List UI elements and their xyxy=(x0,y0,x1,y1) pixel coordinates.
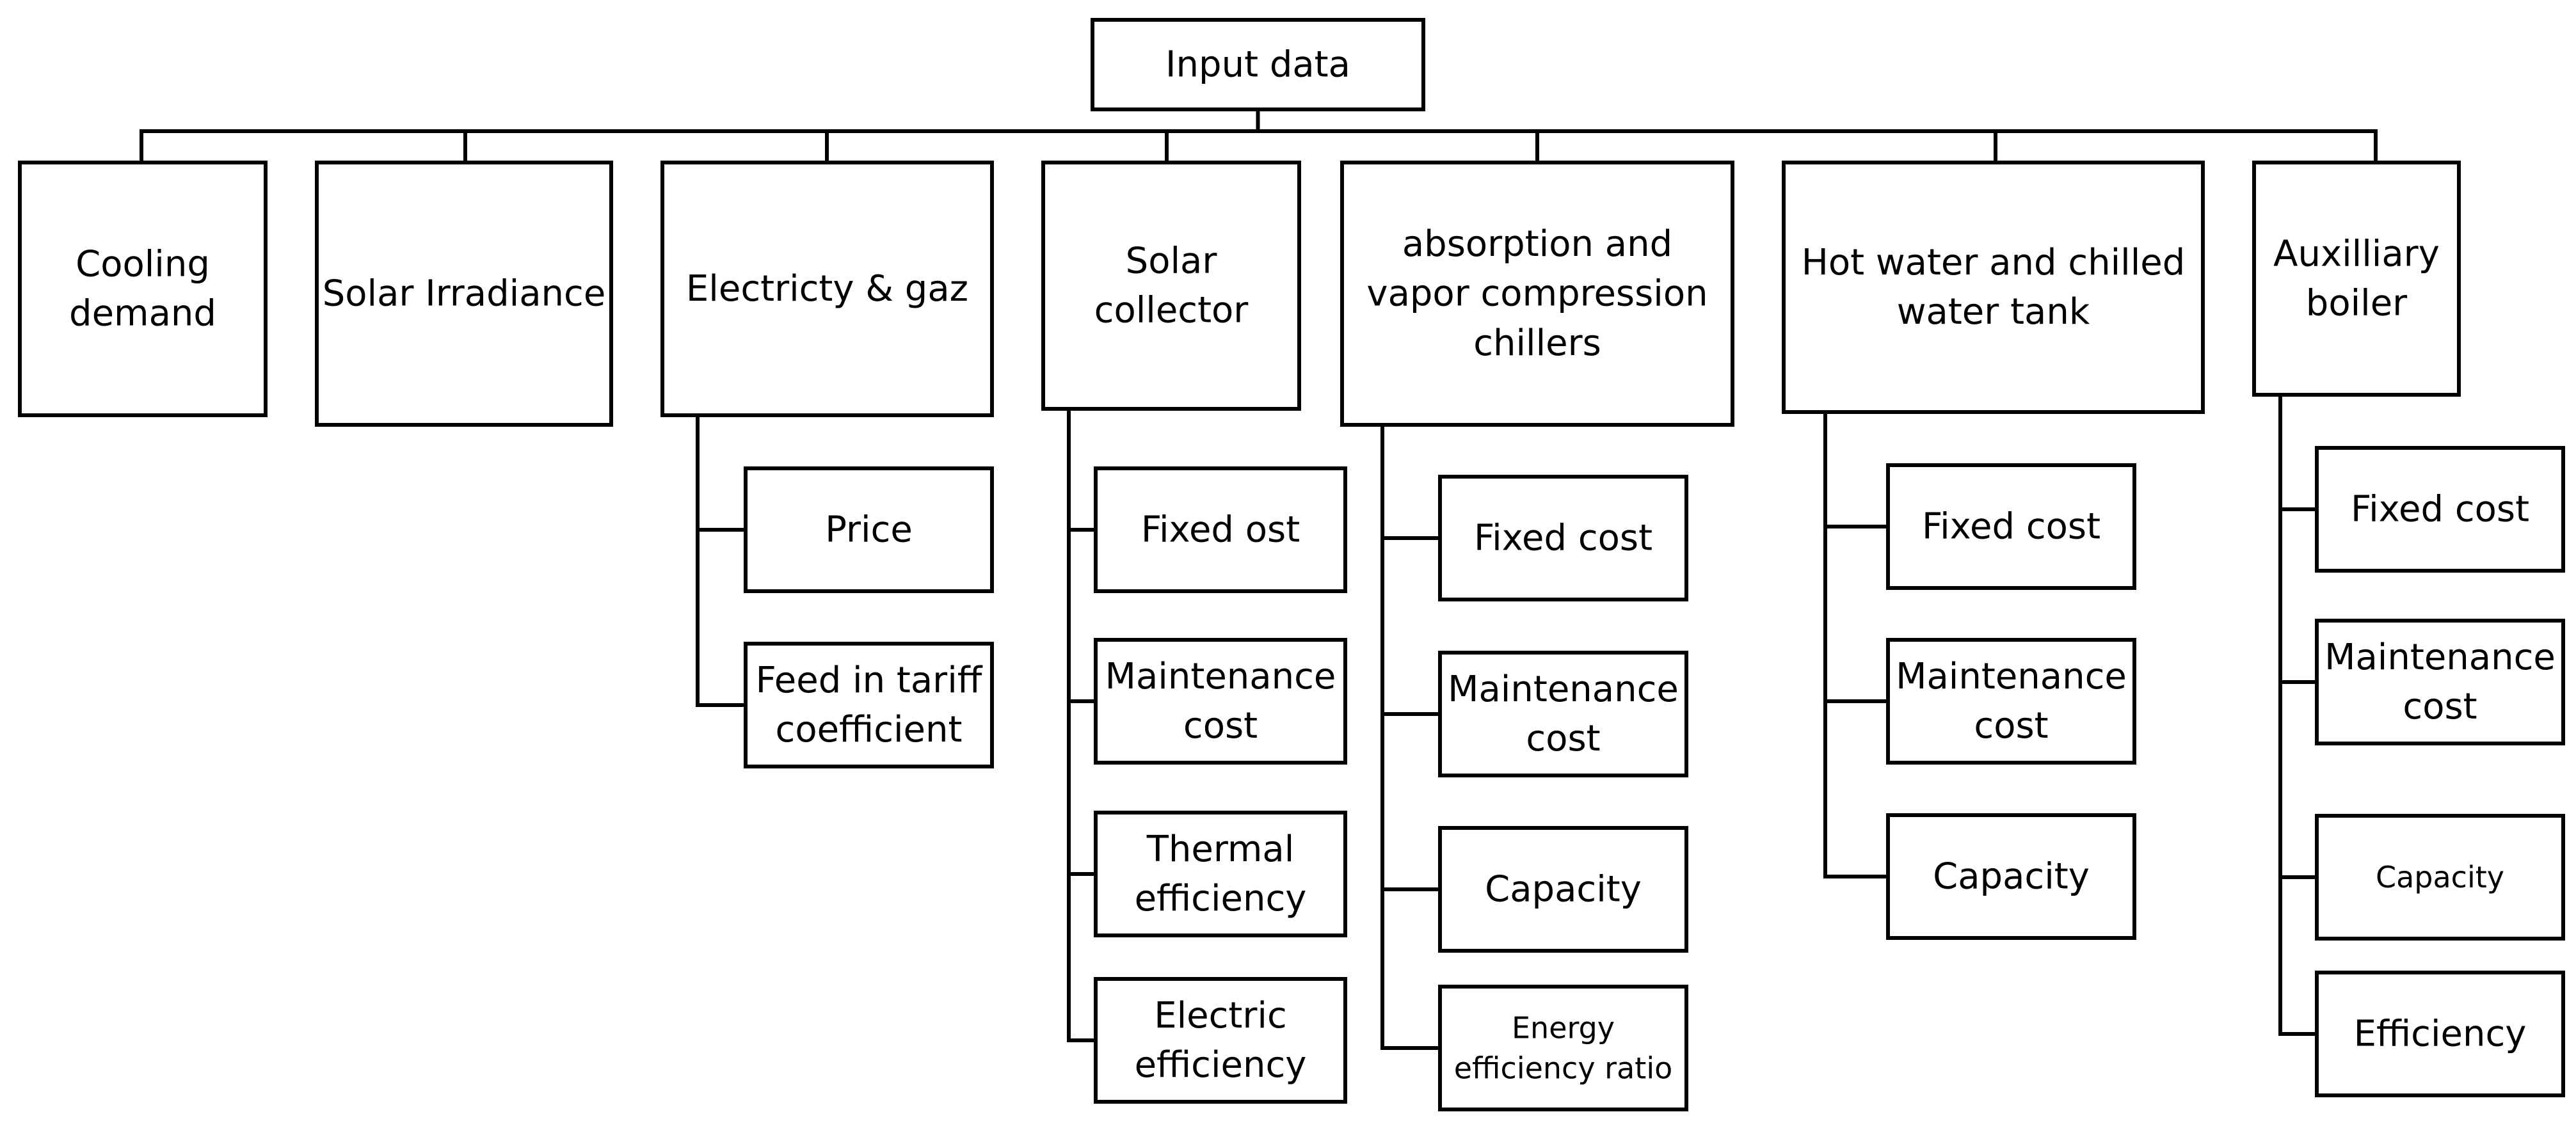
leaf-node-chillers: Maintenance cost xyxy=(1438,651,1688,777)
leaf-node-boiler-label-line: cost xyxy=(2403,686,2477,727)
category-node-cooling-label-line: Cooling xyxy=(76,243,210,285)
leaf-node-tanks-label-line: cost xyxy=(1974,705,2048,747)
leaf-node-chillers-box xyxy=(1438,651,1688,777)
category-node-boiler-label-line: Auxilliary xyxy=(2273,233,2440,274)
category-node-chillers-label-line: absorption and xyxy=(1402,223,1672,265)
category-node-boiler-box xyxy=(2252,161,2461,397)
leaf-node-tanks-box xyxy=(1886,463,2136,590)
category-node-tanks-box xyxy=(1782,161,2205,414)
connector-lines xyxy=(140,107,2378,1050)
root-node-input-data-box xyxy=(1091,18,1425,111)
leaf-node-boiler: Maintenance cost xyxy=(2315,619,2565,745)
category-node-solar-collector-label-line: Solar xyxy=(1126,240,1218,282)
leaf-node-boiler: Efficiency xyxy=(2315,971,2565,1097)
leaf-node-tanks-label-line: Fixed cost xyxy=(1922,506,2100,548)
category-node-chillers-box xyxy=(1340,161,1734,427)
leaf-node-boiler-label-line: Efficiency xyxy=(2354,1013,2527,1055)
leaf-node-chillers-label-line: Energy xyxy=(1512,1010,1615,1045)
category-node-tanks-label-line: water tank xyxy=(1897,291,2090,333)
category-node-cooling-label-line: demand xyxy=(69,293,216,335)
leaf-node-boiler-box xyxy=(2315,971,2565,1097)
category-node-solar-collector-label-line: collector xyxy=(1094,290,1249,331)
leaf-node-chillers-box xyxy=(1438,826,1688,953)
leaf-node-boiler: Fixed cost xyxy=(2315,446,2565,573)
category-node-boiler-label-line: boiler xyxy=(2306,283,2408,324)
leaf-node-electricity-box xyxy=(744,466,994,593)
leaf-node-chillers-box xyxy=(1438,475,1688,601)
leaf-node-solar-collector-label-line: Thermal xyxy=(1146,829,1295,870)
leaf-node-solar-collector-box xyxy=(1094,466,1347,593)
leaf-node-solar-collector-box xyxy=(1094,977,1347,1104)
category-node-boiler: Auxilliary boiler xyxy=(2252,161,2461,397)
leaf-node-solar-collector-label-line: Maintenance xyxy=(1105,656,1336,697)
category-node-solar-irradiance: Solar Irradiance xyxy=(315,161,613,427)
leaf-node-solar-collector-label-line: cost xyxy=(1183,705,1258,747)
leaf-node-electricity: Price xyxy=(744,466,994,593)
leaf-node-solar-collector-label-line: efficiency xyxy=(1135,1044,1307,1086)
leaf-node-chillers-label-line: Fixed cost xyxy=(1474,518,1652,559)
leaf-node-boiler-label-line: Capacity xyxy=(2376,860,2504,894)
leaf-node-chillers-label-line: Capacity xyxy=(1485,869,1642,910)
category-node-chillers-label-line: chillers xyxy=(1473,322,1601,364)
leaf-node-tanks: Capacity xyxy=(1886,813,2136,940)
root-node-input-data: Input data xyxy=(1091,18,1425,111)
leaf-node-solar-collector: Fixed ost xyxy=(1094,466,1347,593)
category-node-tanks: Hot water and chilled water tank xyxy=(1782,161,2205,414)
leaf-node-electricity-label-line: Feed in tariff xyxy=(756,660,983,701)
leaf-node-chillers-label-line: cost xyxy=(1526,718,1600,759)
leaf-node-electricity-label-line: coefficient xyxy=(776,709,963,751)
category-node-cooling: Cooling demand xyxy=(18,161,268,417)
leaf-node-tanks-box xyxy=(1886,813,2136,940)
leaf-node-boiler-box xyxy=(2315,814,2565,941)
category-node-tanks-label-line: Hot water and chilled xyxy=(1802,242,2186,283)
leaf-node-solar-collector-label-line: efficiency xyxy=(1135,878,1307,919)
leaf-node-chillers-label-line: efficiency ratio xyxy=(1454,1051,1673,1086)
category-node-solar-collector-box xyxy=(1041,161,1301,411)
category-node-electricity: Electricty & gaz xyxy=(660,161,994,417)
category-node-solar-irradiance-box xyxy=(315,161,613,427)
leaf-node-solar-collector: Thermal efficiency xyxy=(1094,811,1347,937)
category-node-chillers-label-line: vapor compression xyxy=(1366,273,1708,315)
leaf-node-tanks-box xyxy=(1886,638,2136,765)
leaf-node-chillers: Capacity xyxy=(1438,826,1688,953)
leaf-node-boiler-box xyxy=(2315,446,2565,573)
category-node-chillers: absorption and vapor compression chillers xyxy=(1340,161,1734,427)
leaf-node-solar-collector-label-line: Fixed ost xyxy=(1141,509,1300,551)
leaf-node-solar-collector-box xyxy=(1094,638,1347,765)
leaf-node-tanks: Fixed cost xyxy=(1886,463,2136,590)
leaf-node-boiler-label-line: Maintenance xyxy=(2324,637,2556,678)
leaf-node-chillers-box xyxy=(1438,985,1688,1111)
leaf-node-electricity: Feed in tariff coefficient xyxy=(744,642,994,768)
leaf-node-solar-collector-box xyxy=(1094,811,1347,937)
leaf-node-solar-collector: Electric efficiency xyxy=(1094,977,1347,1104)
leaf-node-tanks: Maintenance cost xyxy=(1886,638,2136,765)
leaf-node-chillers: Fixed cost xyxy=(1438,475,1688,601)
leaf-node-boiler-label-line: Fixed cost xyxy=(2351,489,2529,530)
leaf-node-solar-collector-label-line: Electric xyxy=(1154,995,1287,1037)
leaf-node-electricity-box xyxy=(744,642,994,768)
leaf-node-tanks-label-line: Capacity xyxy=(1933,856,2090,898)
leaf-node-boiler: Capacity xyxy=(2315,814,2565,941)
leaf-node-boiler-box xyxy=(2315,619,2565,745)
category-node-cooling-box xyxy=(18,161,268,417)
leaf-node-chillers: Energy efficiency ratio xyxy=(1438,985,1688,1111)
category-node-electricity-label-line: Electricty & gaz xyxy=(686,268,968,310)
root-node-input-data-label-line: Input data xyxy=(1165,44,1350,86)
category-node-solar-collector: Solar collector xyxy=(1041,161,1301,411)
leaf-node-electricity-label-line: Price xyxy=(825,509,913,551)
leaf-node-chillers-label-line: Maintenance xyxy=(1448,669,1679,710)
category-node-solar-irradiance-label-line: Solar Irradiance xyxy=(323,273,606,315)
leaf-node-solar-collector: Maintenance cost xyxy=(1094,638,1347,765)
category-node-electricity-box xyxy=(660,161,994,417)
leaf-node-tanks-label-line: Maintenance xyxy=(1896,656,2127,697)
